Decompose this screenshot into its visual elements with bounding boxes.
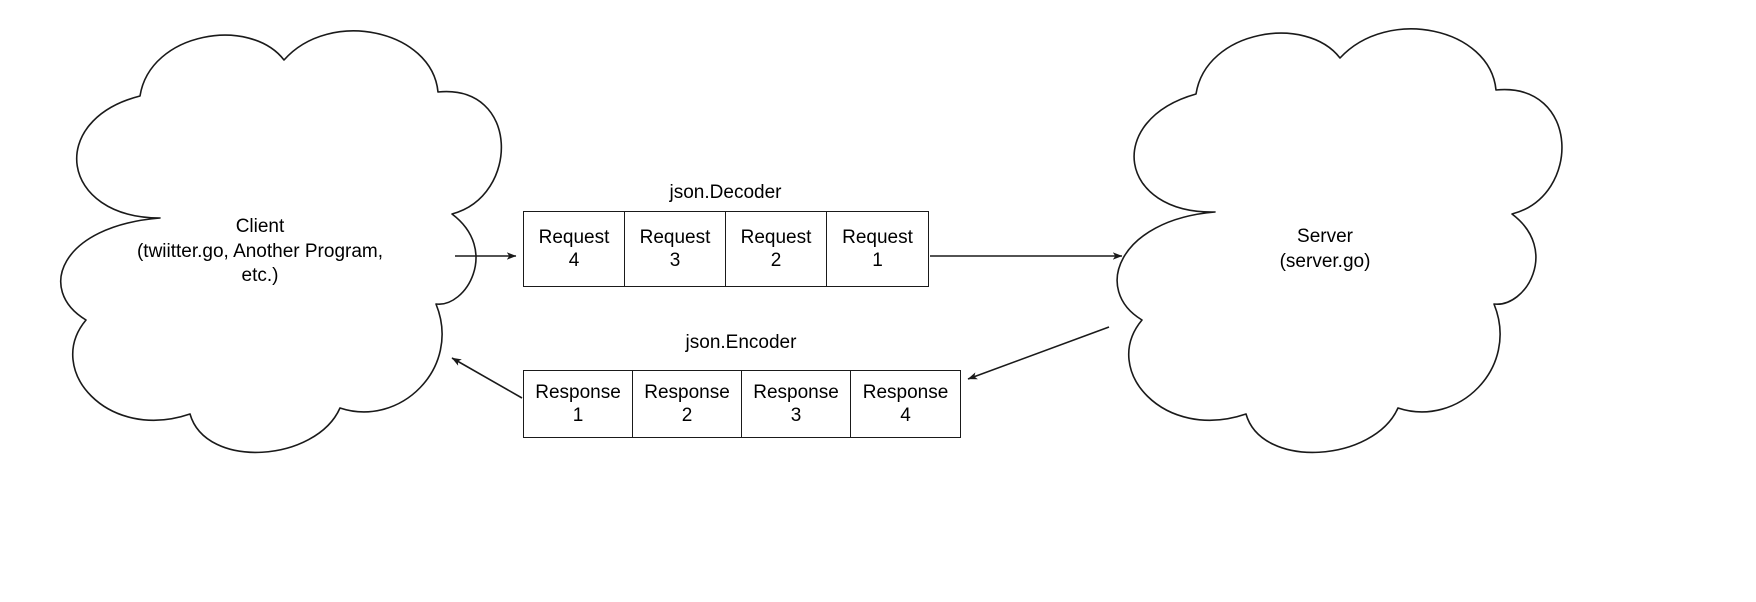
response-cell[interactable]: Response 3	[742, 371, 851, 437]
request-cell-name: Request	[639, 226, 711, 248]
response-cell-name: Response	[753, 381, 839, 403]
request-cell-name: Request	[740, 226, 812, 248]
response-cell-name: Response	[862, 381, 949, 403]
response-cell[interactable]: Response 2	[633, 371, 742, 437]
connector-server-to-response-queue[interactable]	[967, 326, 1110, 380]
connector-response-queue-to-client[interactable]	[451, 357, 523, 399]
request-cell-number: 1	[872, 250, 883, 271]
request-cell-number: 3	[669, 250, 681, 271]
response-cell-number: 4	[900, 405, 911, 426]
request-cell[interactable]: Request 3	[625, 212, 726, 286]
response-cell-name: Response	[644, 381, 730, 403]
request-cell-number: 4	[568, 250, 580, 271]
request-cell-number: 2	[770, 250, 782, 271]
response-cell-number: 2	[681, 405, 693, 426]
request-cell-name: Request	[538, 226, 610, 248]
request-cell[interactable]: Request 1	[827, 212, 928, 286]
response-cell-number: 3	[790, 405, 802, 426]
response-queue: Response 1 Response 2 Response 3 Respons…	[523, 370, 961, 438]
server-cloud-shape[interactable]	[1116, 28, 1563, 454]
response-cell[interactable]: Response 1	[524, 371, 633, 437]
json-decoder-title: json.Decoder	[669, 182, 782, 203]
request-cell[interactable]: Request 4	[524, 212, 625, 286]
json-encoder-title: json.Encoder	[685, 332, 797, 353]
response-cell[interactable]: Response 4	[851, 371, 960, 437]
response-cell-number: 1	[572, 405, 584, 426]
request-cell[interactable]: Request 2	[726, 212, 827, 286]
request-queue: Request 4 Request 3 Request 2 Request 1	[523, 211, 929, 287]
client-cloud-shape[interactable]	[60, 30, 503, 454]
response-cell-name: Response	[535, 381, 621, 403]
request-cell-name: Request	[842, 226, 913, 248]
